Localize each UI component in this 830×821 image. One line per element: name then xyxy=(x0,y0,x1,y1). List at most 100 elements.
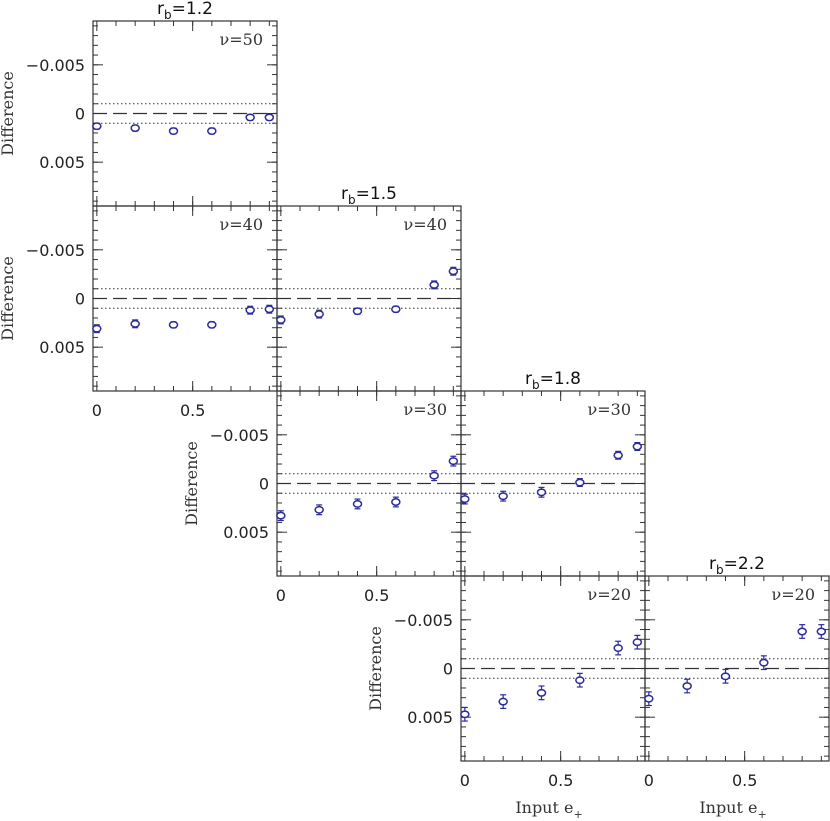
data-marker xyxy=(613,451,623,460)
data-point xyxy=(264,113,275,122)
y-tick-label: 0.005 xyxy=(223,523,269,542)
nu-label: ν=40 xyxy=(404,215,448,234)
x-axis-label: Input e+ xyxy=(699,798,766,821)
data-point xyxy=(245,305,255,315)
x-tick-label: 0 xyxy=(276,586,286,605)
data-point xyxy=(352,307,363,316)
column-title: rb=1.5 xyxy=(341,184,397,207)
column-title: rb=1.2 xyxy=(157,0,213,22)
data-marker xyxy=(498,492,508,501)
data-marker xyxy=(245,113,255,122)
data-marker xyxy=(816,627,827,636)
data-marker xyxy=(797,627,807,636)
data-marker xyxy=(448,267,459,276)
y-tick-label: 0 xyxy=(75,105,85,124)
x-axis-label-main: Input e xyxy=(515,798,573,817)
panel-p1: ν=50 xyxy=(92,20,278,207)
data-point xyxy=(429,470,439,482)
data-marker xyxy=(632,442,643,451)
data-marker xyxy=(720,672,731,681)
x-axis-label-sub: + xyxy=(573,808,582,821)
data-marker xyxy=(207,127,217,135)
x-tick-label: 0.5 xyxy=(732,771,757,790)
y-tick-label: 0 xyxy=(259,475,269,494)
column-title: rb=2.2 xyxy=(709,554,765,577)
data-point xyxy=(314,309,324,319)
nu-label: ν=20 xyxy=(588,585,632,604)
data-point xyxy=(245,113,255,122)
data-marker xyxy=(92,122,102,131)
data-marker xyxy=(352,307,363,316)
title-value: =1.2 xyxy=(172,0,213,19)
data-point xyxy=(644,691,654,707)
y-tick-label: −0.005 xyxy=(26,241,85,260)
title-symbol: r xyxy=(709,554,716,574)
data-point xyxy=(613,450,623,460)
title-value: =1.8 xyxy=(540,369,581,389)
ticks xyxy=(93,21,277,206)
data-point xyxy=(632,634,643,650)
data-point xyxy=(429,280,439,290)
data-marker xyxy=(314,310,324,319)
data-marker xyxy=(168,320,179,329)
data-point xyxy=(575,478,585,488)
title-subscript: b xyxy=(348,193,356,207)
title-symbol: r xyxy=(341,184,348,204)
column-title: rb=1.8 xyxy=(525,369,581,392)
data-point xyxy=(92,122,102,131)
data-point xyxy=(448,266,459,276)
data-point xyxy=(264,304,275,314)
title-value: =2.2 xyxy=(724,554,765,574)
data-marker xyxy=(644,694,654,703)
y-tick-label: 0.005 xyxy=(39,153,85,172)
title-subscript: b xyxy=(164,8,172,22)
data-point xyxy=(168,320,179,329)
data-marker xyxy=(429,280,439,289)
x-tick-label: 0 xyxy=(92,401,102,420)
title-symbol: r xyxy=(157,0,164,19)
nu-label: ν=40 xyxy=(220,215,264,234)
data-marker xyxy=(245,306,255,315)
y-tick-label: 0.005 xyxy=(39,338,85,357)
y-tick-label: −0.005 xyxy=(210,426,269,445)
data-marker xyxy=(168,127,179,135)
x-tick-label: 0.5 xyxy=(548,771,573,790)
panel-p7: ν=20 xyxy=(644,575,830,762)
data-marker xyxy=(632,638,643,647)
y-tick-label: −0.005 xyxy=(26,56,85,75)
data-marker xyxy=(429,471,439,480)
x-tick-label: 0.5 xyxy=(364,586,389,605)
data-marker xyxy=(264,113,275,122)
data-marker xyxy=(460,495,470,504)
data-point xyxy=(613,640,623,656)
y-tick-label: −0.005 xyxy=(394,611,453,630)
title-subscript: b xyxy=(532,378,540,392)
nu-label: ν=30 xyxy=(588,400,632,419)
y-tick-label: 0 xyxy=(75,290,85,309)
y-tick-label: 0 xyxy=(443,660,453,679)
y-tick-label: 0.005 xyxy=(407,708,453,727)
data-point xyxy=(575,672,585,688)
data-point xyxy=(130,319,140,329)
x-tick-label: 0.5 xyxy=(180,401,205,420)
data-marker xyxy=(92,324,102,333)
data-point xyxy=(92,324,102,334)
y-axis-label: Difference xyxy=(182,441,201,526)
x-tick-label: 0 xyxy=(644,771,654,790)
data-marker xyxy=(759,658,769,667)
data-marker xyxy=(130,124,140,133)
y-axis-label: Difference xyxy=(0,256,17,341)
data-point xyxy=(797,624,807,639)
data-point xyxy=(391,305,401,314)
data-marker xyxy=(448,457,459,466)
data-point xyxy=(207,320,217,329)
data-marker xyxy=(498,697,508,706)
data-marker xyxy=(613,644,623,653)
data-marker xyxy=(536,488,547,497)
data-point xyxy=(720,668,731,684)
data-point xyxy=(536,486,547,498)
nu-label: ν=30 xyxy=(404,400,448,419)
panel-p2: ν=40 xyxy=(92,205,278,392)
data-point xyxy=(536,685,547,701)
